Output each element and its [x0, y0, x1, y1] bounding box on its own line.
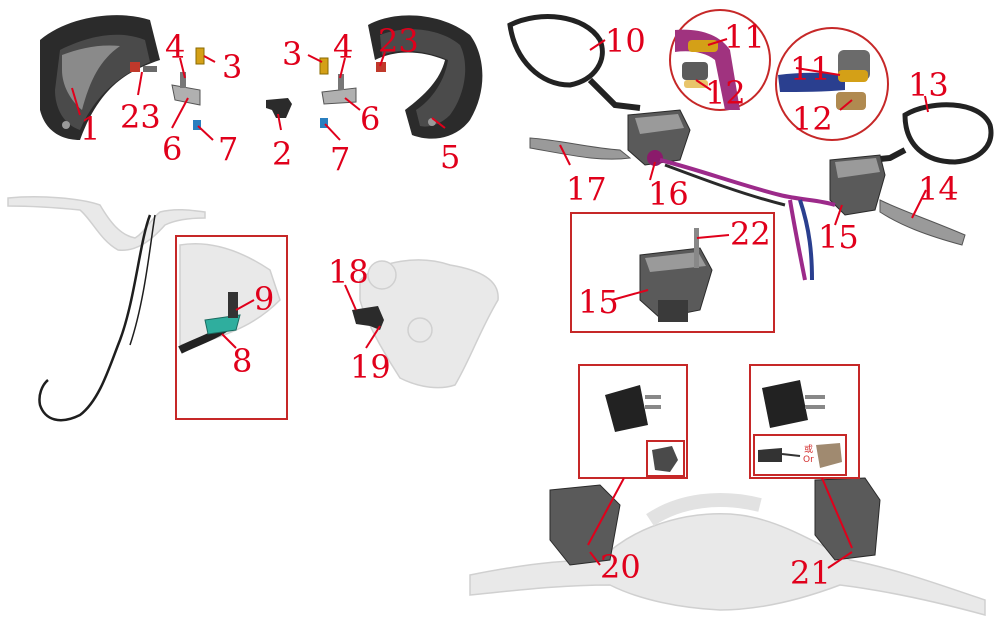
- hand-guard-left: [40, 15, 160, 140]
- fitting-left-detail: [675, 29, 740, 110]
- callout-4-left: 4: [165, 28, 185, 66]
- callout-10: 10: [605, 22, 646, 60]
- callout-8: 8: [232, 342, 252, 380]
- mirror-left: [507, 14, 641, 111]
- master-cylinder-left: [529, 109, 691, 166]
- callout-23-right: 23: [378, 22, 419, 60]
- bottom-handlebar: [469, 477, 986, 616]
- detail-box-switch-left: [578, 364, 688, 479]
- callout-17: 17: [566, 170, 607, 208]
- callout-7-left: 7: [218, 130, 238, 168]
- callout-15-upper: 15: [818, 218, 859, 256]
- callout-7-right: 7: [330, 140, 350, 178]
- clamp-block: [266, 98, 292, 118]
- brake-switch-right: [753, 380, 847, 476]
- callout-12-left: 12: [705, 74, 746, 112]
- master-cylinder-right: [829, 154, 966, 246]
- master-cylinder-detail: [639, 228, 713, 322]
- callout-4-right: 4: [333, 28, 353, 66]
- callout-5: 5: [440, 138, 460, 176]
- callout-23-left: 23: [120, 98, 161, 136]
- cable-clamp-detail: [178, 243, 281, 354]
- detail-box-cable-clamp: [175, 235, 288, 420]
- callout-16: 16: [648, 175, 689, 213]
- callout-3-right: 3: [282, 35, 302, 73]
- callout-14: 14: [918, 170, 959, 208]
- leader-lines: [71, 38, 929, 569]
- callout-2: 2: [272, 135, 292, 173]
- callout-22: 22: [730, 215, 771, 253]
- fitting-right-detail: [778, 50, 870, 110]
- handlebar-with-cable: [7, 196, 206, 422]
- bracket-assembly-left: [130, 47, 205, 130]
- callout-18: 18: [328, 253, 369, 291]
- callout-1: 1: [80, 110, 100, 148]
- callout-6-left: 6: [162, 130, 182, 168]
- callout-6-right: 6: [360, 100, 380, 138]
- callout-9: 9: [254, 280, 274, 318]
- or-note: 或 Or: [803, 443, 814, 465]
- brake-switch-left: [605, 385, 685, 477]
- or-note-cn: 或: [804, 443, 813, 455]
- callout-15-detail: 15: [578, 283, 619, 321]
- callout-20: 20: [600, 548, 641, 586]
- callout-13: 13: [908, 66, 949, 104]
- callout-21: 21: [790, 554, 831, 592]
- callout-12-right: 12: [792, 100, 833, 138]
- callout-3-left: 3: [222, 48, 242, 86]
- brake-hoses: [659, 158, 836, 281]
- detail-box-master-cylinder: [570, 212, 775, 333]
- detail-box-switch-right: [749, 364, 860, 479]
- switch-housing-assembly: [352, 259, 499, 389]
- callout-11-left: 11: [724, 18, 765, 56]
- mirror-right: [869, 102, 994, 165]
- or-note-en: Or: [803, 455, 814, 465]
- callout-11-right: 11: [790, 50, 831, 88]
- callout-19: 19: [350, 348, 391, 386]
- callout-labels: 1 23 4 3 6 7 2 3 4 23 6 7 5 10 11 12 11 …: [80, 18, 959, 592]
